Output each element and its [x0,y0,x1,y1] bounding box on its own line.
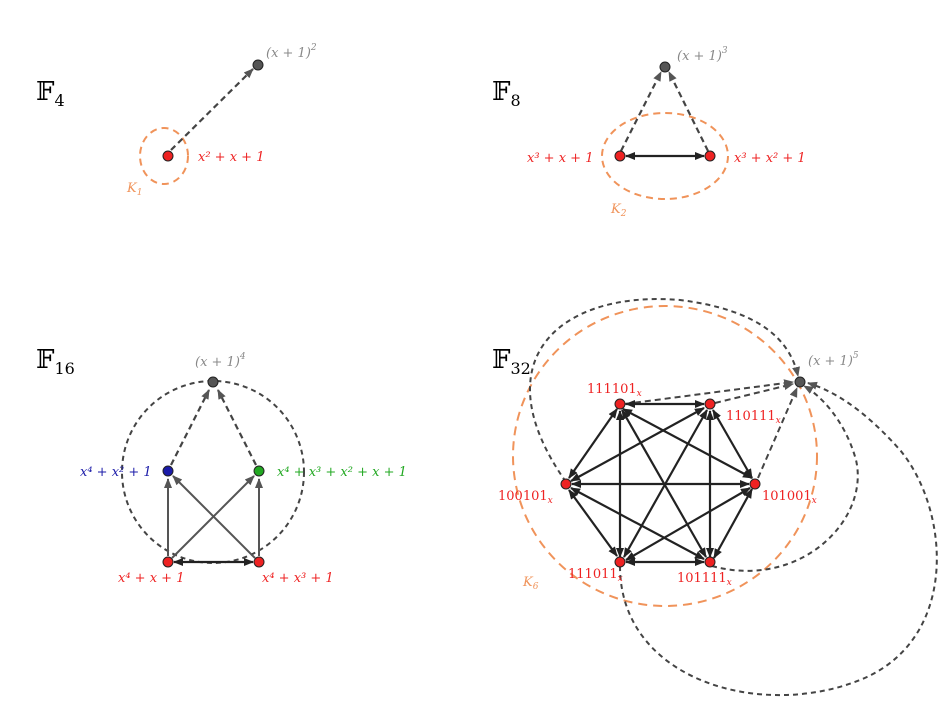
panel-f32: 𝔽32 K6 [492,298,938,697]
edge-f16-br-to-blue [172,475,256,559]
node-f32-top-label: (x + 1)5 [808,351,859,369]
node-f16-blue [162,465,174,477]
node-f32-101001 [749,478,761,490]
edge-f32-110111-to-top [714,382,794,404]
node-f8-top-label: (x + 1)3 [677,46,728,64]
node-f16-top-label: (x + 1)4 [195,352,246,370]
node-f8-left-label: x³ + x + 1 [527,151,593,166]
edge-f16-blue-to-top [170,389,210,466]
edge-f32-101001-to-top [757,387,798,479]
node-f32-100101 [560,478,572,490]
node-f32-label-111011: 111011x [568,567,623,584]
k6-edge [625,487,751,561]
node-f16-blue-label: x⁴ + x² + 1 [80,465,152,480]
panel-f8: 𝔽8 K2 (x + 1)3 x³ + x + 1 x³ + x² + 1 [492,46,806,219]
node-f32-top [794,376,806,388]
cluster-k2-label: K2 [610,202,627,219]
node-f8-right [704,150,716,162]
edge-f32-111101-to-top [624,379,794,405]
k6-edge [570,407,705,482]
edge-f32-111011-to-top [619,381,938,697]
cluster-k6-label: K6 [522,575,539,592]
k6-edge [568,489,618,557]
k6-edge [568,408,618,479]
node-f16-bl [162,556,174,568]
panel-f16-title: 𝔽16 [36,345,75,378]
node-f32-111101 [614,398,626,410]
node-f32-101111 [704,556,716,568]
node-f32-111011 [614,556,626,568]
f16-dashed-circle [121,380,305,564]
cluster-k2-ellipse [601,112,729,200]
k6-edges [568,400,753,566]
node-f4-top [252,59,264,71]
node-f32-label-100101: 100101x [498,489,553,506]
node-f16-green [253,465,265,477]
cluster-k1-ellipse [139,127,189,185]
panel-f4: 𝔽4 K1 (x + 1)2 x² + x + 1 [36,43,317,198]
edge-f16-green-to-top [217,389,257,466]
cluster-k6-ellipse [512,305,818,607]
k6-edge [713,488,753,559]
edge-f32-101111-to-top [711,385,859,572]
node-f8-right-label: x³ + x² + 1 [734,151,806,166]
cluster-k1-label: K1 [126,181,142,198]
panel-f8-title: 𝔽8 [492,77,521,110]
node-f16-green-label: x⁴ + x³ + x² + x + 1 [277,465,407,480]
k6-edge [570,487,705,560]
edge-f8-right-to-top [668,71,709,152]
panel-f4-title: 𝔽4 [36,77,65,110]
panel-f16: 𝔽16 (x + 1)4 x⁴ + x² + 1 x⁴ + x³ + x² + … [36,345,407,586]
node-f4-red-label: x² + x + 1 [198,150,264,165]
node-f32-label-101001: 101001x [762,489,817,506]
node-f32-label-110111: 110111x [726,409,781,426]
edge-f32-100101-to-top [529,298,800,483]
k6-edge [712,409,753,479]
node-f32-label-111101: 111101x [587,382,642,399]
edge-f8-left-to-top [620,71,662,152]
node-f4-top-label: (x + 1)2 [266,43,317,61]
node-f16-br [253,556,265,568]
node-f4-red [162,150,174,162]
node-f32-110111 [704,398,716,410]
node-f16-top [207,376,219,388]
node-f16-br-label: x⁴ + x³ + 1 [262,571,334,586]
node-f8-top [659,61,671,73]
panel-f32-title: 𝔽32 [492,345,531,378]
node-f16-bl-label: x⁴ + x + 1 [118,571,184,586]
node-f32-label-101111: 101111x [677,571,732,588]
node-f8-left [614,150,626,162]
